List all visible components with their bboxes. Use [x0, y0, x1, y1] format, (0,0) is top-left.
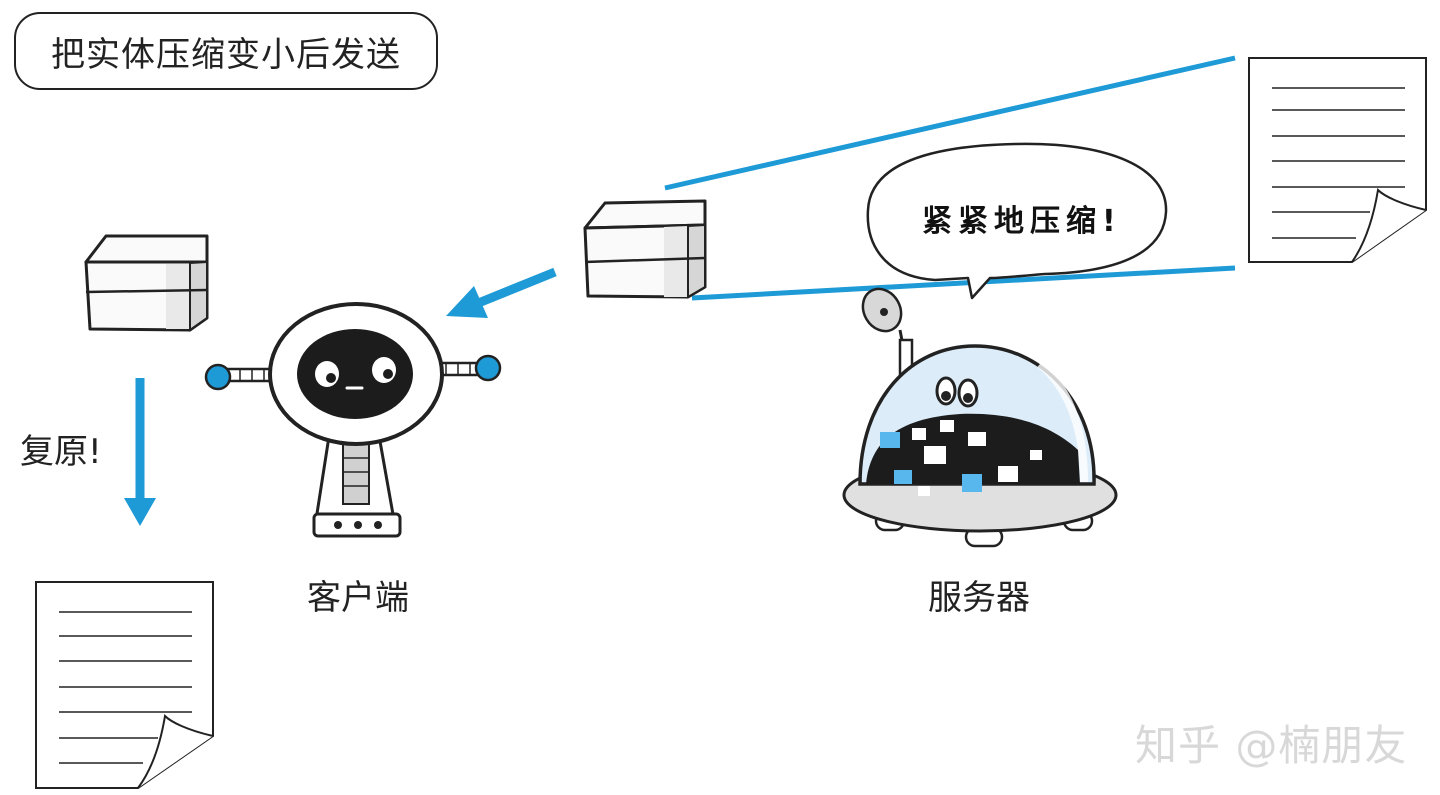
received-box-icon: [84, 234, 209, 332]
title-text: 把实体压缩变小后发送: [51, 34, 401, 75]
projection-line-bottom: [691, 265, 1236, 301]
server-label: 服务器: [928, 578, 1030, 618]
speech-bubble: [866, 142, 1168, 300]
restore-arrow: [124, 378, 156, 526]
document-original-icon: [1248, 57, 1427, 263]
server-robot-icon: [842, 287, 1118, 548]
restore-label: 复原!: [20, 432, 102, 472]
client-label: 客户端: [307, 578, 409, 618]
title-box: 把实体压缩变小后发送: [14, 12, 438, 90]
compressed-box-icon: [583, 199, 707, 299]
send-arrow: [446, 267, 557, 318]
document-restored-icon: [35, 581, 214, 789]
speech-bubble-text: 紧紧地压缩!: [922, 204, 1122, 239]
watermark-text: 知乎 @楠朋友: [1135, 721, 1408, 770]
client-robot-icon: [204, 302, 502, 538]
projection-line-top: [664, 55, 1236, 191]
